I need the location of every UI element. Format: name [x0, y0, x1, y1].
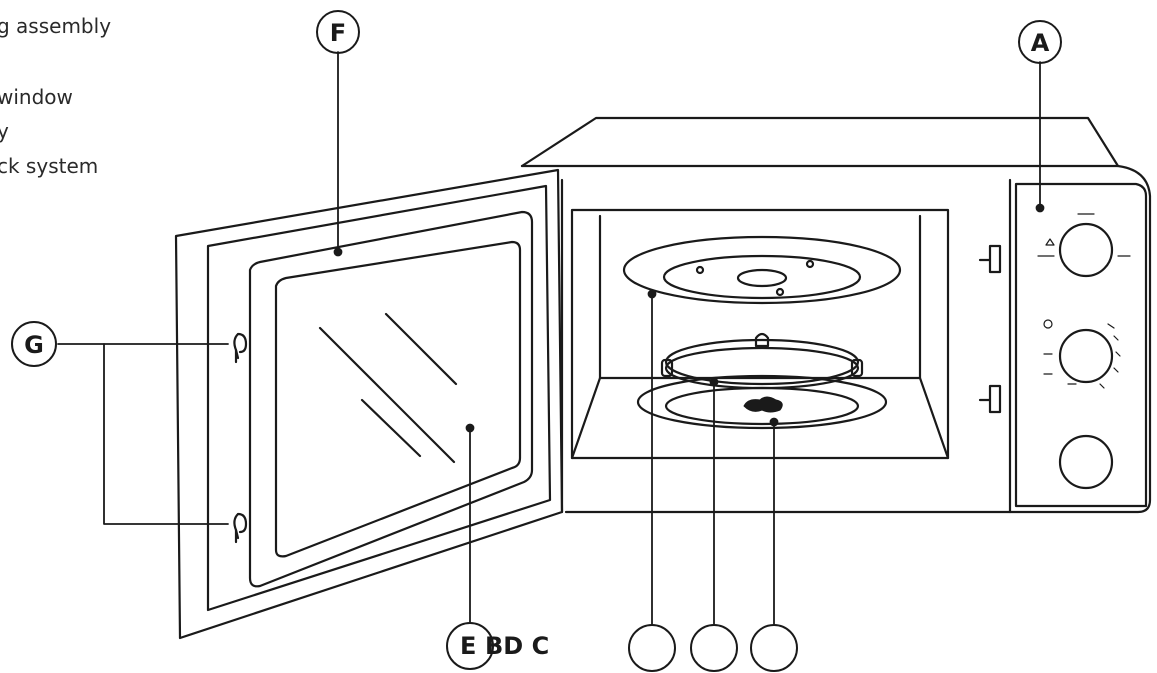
legend-line-1: g assembly [0, 14, 112, 38]
callout-bdc-label: BD C [485, 632, 550, 660]
control-panel [1037, 213, 1131, 490]
microwave-body [520, 116, 1152, 514]
callout-g-label: G [24, 331, 44, 359]
parts-legend: g assembly window y ck system [0, 0, 160, 200]
legend-line-4: ck system [0, 154, 99, 178]
legend-line-2: window [0, 85, 73, 109]
callout-b-circle [628, 624, 676, 672]
callout-a-circle [1018, 20, 1062, 64]
cavity-floor [636, 374, 888, 430]
callout-g-circle [11, 321, 57, 367]
callout-d-circle [690, 624, 738, 672]
microwave-door [174, 168, 564, 640]
legend-line-3: y [0, 119, 9, 143]
leader-lines [57, 51, 1045, 625]
callout-circles [11, 10, 1062, 672]
callout-a-label: A [1031, 29, 1050, 57]
callout-f-circle [316, 10, 360, 54]
callout-f-label: F [330, 19, 346, 47]
callout-e-label: E [460, 632, 477, 660]
glass-tray [622, 235, 902, 305]
oven-cavity [570, 208, 1002, 460]
callout-c-circle [750, 624, 798, 672]
callout-e-circle [446, 622, 494, 670]
